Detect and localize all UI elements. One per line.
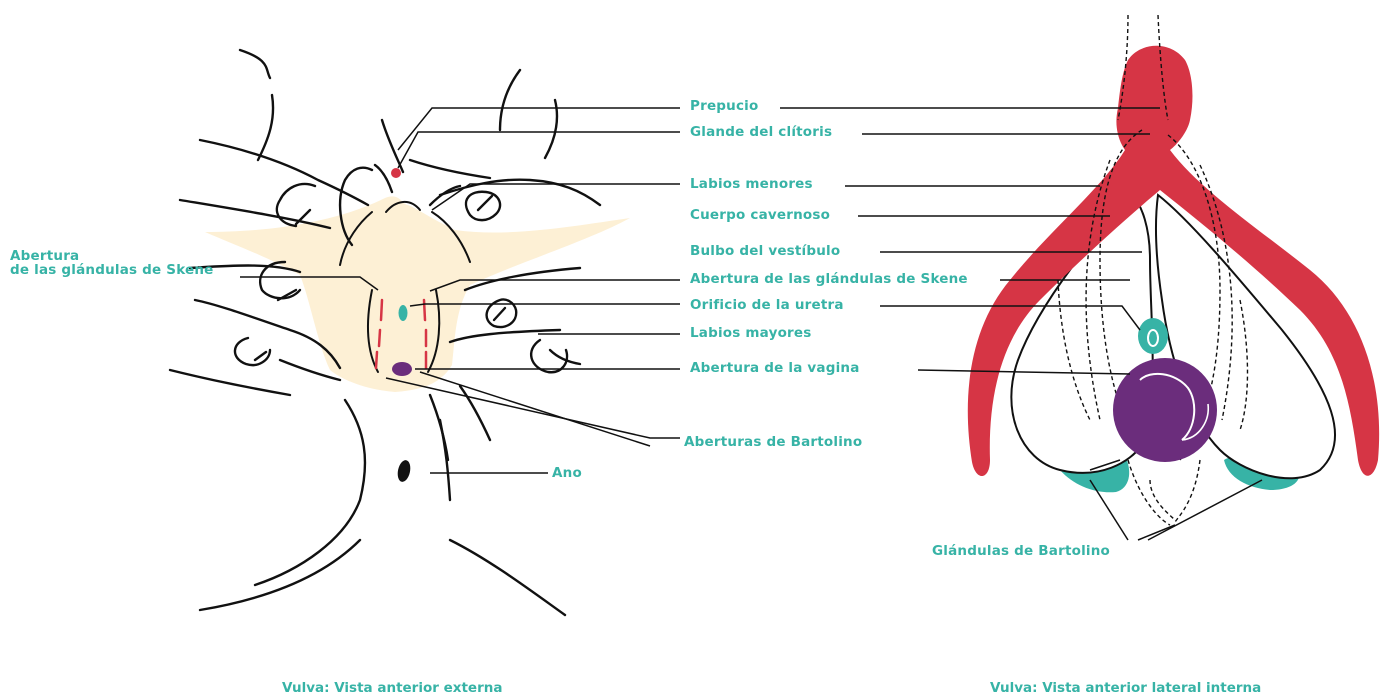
label-ano: Ano: [552, 465, 582, 481]
label-cuerpo-cavernoso: Cuerpo cavernoso: [690, 207, 830, 223]
caption-internal-view: Vulva: Vista anterior lateral interna: [990, 680, 1261, 696]
label-prepucio: Prepucio: [690, 98, 759, 114]
label-labios-mayores: Labios mayores: [690, 325, 812, 341]
label-aberturas-bartolino: Aberturas de Bartolino: [684, 434, 862, 450]
internal-urethra: [1138, 318, 1168, 354]
caption-external-view: Vulva: Vista anterior externa: [282, 680, 502, 696]
label-abertura-vagina: Abertura de la vagina: [690, 360, 860, 376]
label-abertura-skene: Abertura de las glándulas de Skene: [690, 271, 968, 287]
label-glande-clitoris: Glande del clítoris: [690, 124, 832, 140]
label-bulbo-vestibulo: Bulbo del vestíbulo: [690, 243, 840, 259]
label-skene-left-line2: de las glándulas de Skene: [10, 262, 214, 278]
label-orificio-uretra: Orificio de la uretra: [690, 297, 844, 313]
label-glandulas-bartolino: Glándulas de Bartolino: [932, 543, 1110, 559]
label-labios-menores: Labios menores: [690, 176, 813, 192]
